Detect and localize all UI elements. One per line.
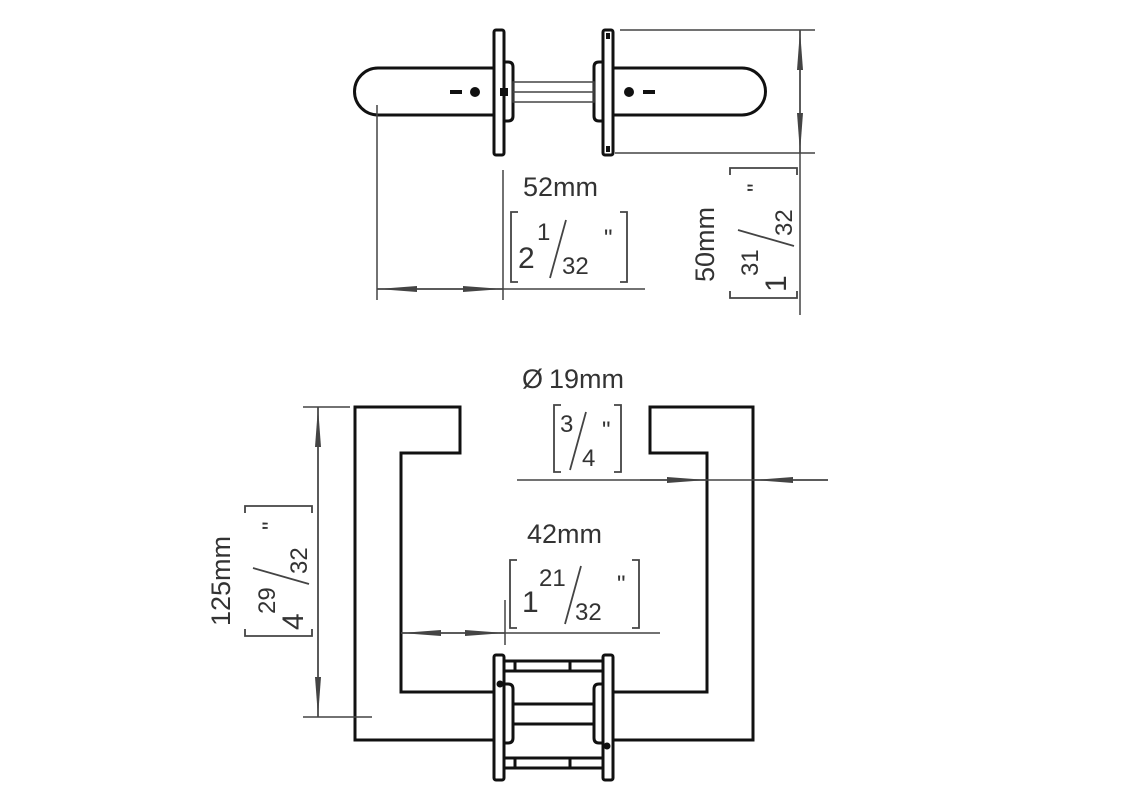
svg-text:": " bbox=[617, 571, 626, 598]
svg-text:32: 32 bbox=[575, 599, 602, 626]
svg-text:1: 1 bbox=[522, 586, 539, 619]
svg-text:": " bbox=[743, 183, 770, 192]
dimension-lever-height: 50mm 1 31 32 " bbox=[615, 29, 815, 315]
svg-text:31: 31 bbox=[737, 249, 764, 276]
pull-handle-top-view bbox=[353, 405, 755, 782]
svg-text:50mm: 50mm bbox=[690, 207, 720, 282]
dimension-pull-length: 125mm 4 29 32 " bbox=[206, 406, 372, 718]
svg-text:32: 32 bbox=[771, 209, 798, 236]
svg-text:2: 2 bbox=[518, 242, 535, 275]
svg-text:": " bbox=[602, 417, 611, 444]
svg-text:32: 32 bbox=[562, 253, 589, 280]
lever-handle-top-view bbox=[353, 28, 767, 157]
svg-text:4: 4 bbox=[277, 613, 310, 630]
svg-text:32: 32 bbox=[286, 547, 313, 574]
svg-text:29: 29 bbox=[254, 587, 281, 614]
dimension-rose-projection: 52mm 2 1 32 " bbox=[376, 105, 645, 300]
svg-text:21: 21 bbox=[539, 565, 566, 592]
dimension-inner-projection: 42mm 1 21 32 " bbox=[401, 519, 660, 645]
svg-text:1: 1 bbox=[760, 275, 793, 292]
svg-text:42mm: 42mm bbox=[527, 519, 602, 549]
svg-text:3: 3 bbox=[560, 411, 573, 438]
svg-text:4: 4 bbox=[582, 445, 595, 472]
dimension-mm-label: 52mm bbox=[523, 172, 598, 202]
svg-text:125mm: 125mm bbox=[206, 536, 236, 626]
svg-text:": " bbox=[258, 521, 285, 530]
svg-text:1: 1 bbox=[537, 219, 550, 246]
svg-text:": " bbox=[604, 225, 613, 252]
